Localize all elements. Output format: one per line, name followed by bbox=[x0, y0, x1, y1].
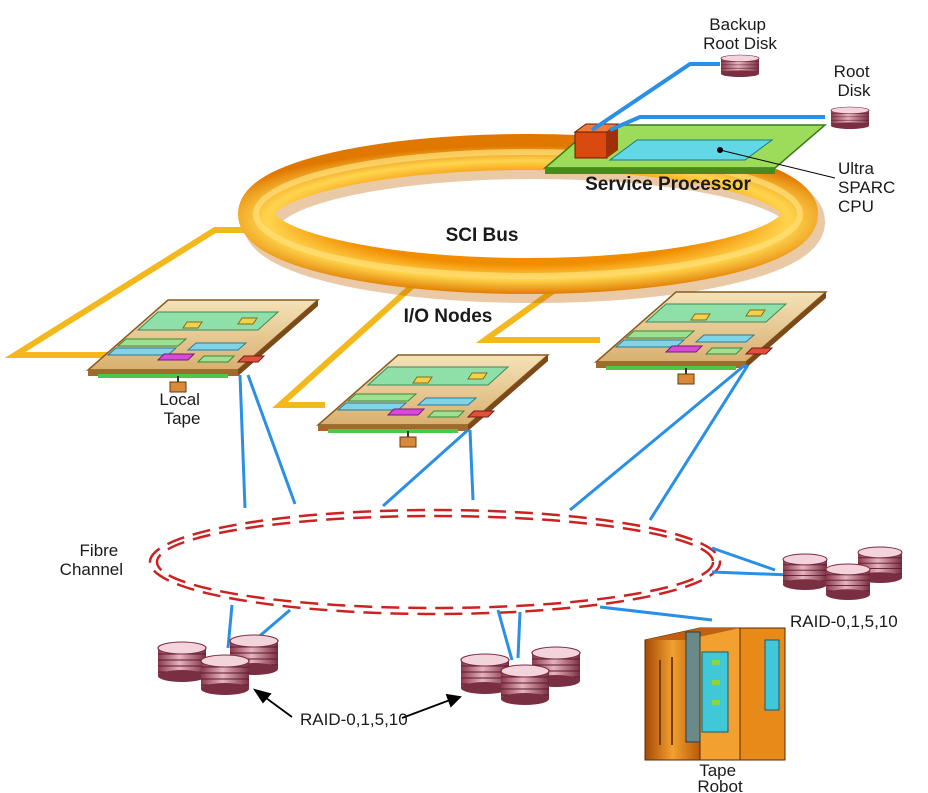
raid-right-label: RAID-0,1,5,10 bbox=[790, 612, 898, 631]
raid-cluster-bottom-middle bbox=[460, 646, 581, 706]
service-processor-board bbox=[542, 123, 836, 179]
io-node-right bbox=[594, 290, 828, 385]
cpu-pointer-line bbox=[719, 149, 836, 179]
cpu-label: Ultra SPARC CPU bbox=[838, 159, 900, 216]
service-processor-chip bbox=[573, 123, 620, 159]
io-node-middle bbox=[316, 353, 550, 448]
fibre-links bbox=[226, 363, 791, 661]
fibre-channel-ring bbox=[148, 508, 722, 616]
root-disk-link bbox=[609, 115, 825, 132]
backup-root-disk bbox=[720, 54, 760, 78]
root-disk-links bbox=[590, 62, 825, 132]
sci-bus-label: SCI Bus bbox=[446, 225, 519, 246]
tape-robot-label: Tape Robot bbox=[697, 761, 743, 793]
raid-arrows bbox=[252, 688, 462, 719]
sci-link-middle bbox=[272, 267, 433, 408]
raid-cluster-right bbox=[782, 546, 903, 601]
fibre-channel-label: Fibre Channel bbox=[60, 541, 123, 579]
io-node-left bbox=[86, 298, 320, 393]
service-processor-label: Service Processor bbox=[585, 174, 751, 195]
raid-cluster-bottom-left bbox=[157, 634, 279, 696]
local-tape-drive bbox=[169, 381, 187, 393]
backup-root-disk-link bbox=[590, 62, 720, 132]
tape-robot bbox=[644, 627, 786, 761]
raid-bottom-label: RAID-0,1,5,10 bbox=[300, 710, 408, 729]
sci-bus-ring bbox=[238, 134, 825, 303]
local-tape-label: Local Tape bbox=[159, 390, 204, 428]
io-nodes-label: I/O Nodes bbox=[404, 306, 493, 327]
backup-root-disk-label: Backup Root Disk bbox=[703, 15, 777, 53]
root-disk-label: Root Disk bbox=[834, 62, 875, 100]
root-disk bbox=[830, 106, 870, 130]
